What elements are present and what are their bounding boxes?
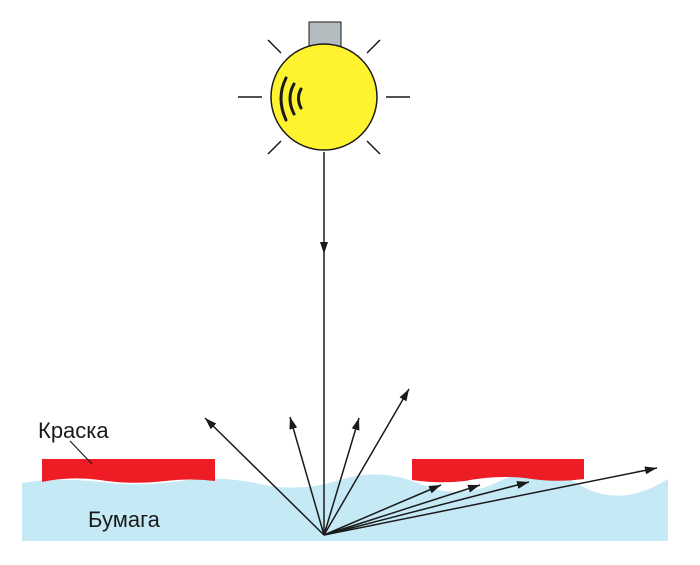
- reflected-arrow: [323, 466, 658, 536]
- paper-layer: [22, 471, 668, 541]
- reflected-arrow: [323, 481, 530, 536]
- paper-label: Бумага: [88, 507, 161, 532]
- reflected-arrow: [204, 417, 325, 536]
- ink-block-left: [42, 459, 215, 483]
- reflected-arrow: [323, 484, 442, 536]
- ink-block-right: [412, 459, 584, 483]
- bulb-globe: [270, 43, 378, 151]
- bulb-glow-arcs: [279, 76, 303, 122]
- ink-label: Краска: [38, 418, 109, 443]
- reflected-light-arrows: [204, 388, 658, 536]
- ink-label-leader: [69, 440, 93, 465]
- light-rays: [238, 39, 410, 155]
- reflected-arrow: [323, 388, 410, 536]
- reflected-arrow: [323, 417, 360, 536]
- bulb-base: [308, 21, 342, 49]
- reflected-arrow: [323, 484, 481, 536]
- light-bulb-icon: [238, 21, 410, 155]
- reflected-arrow: [289, 416, 325, 536]
